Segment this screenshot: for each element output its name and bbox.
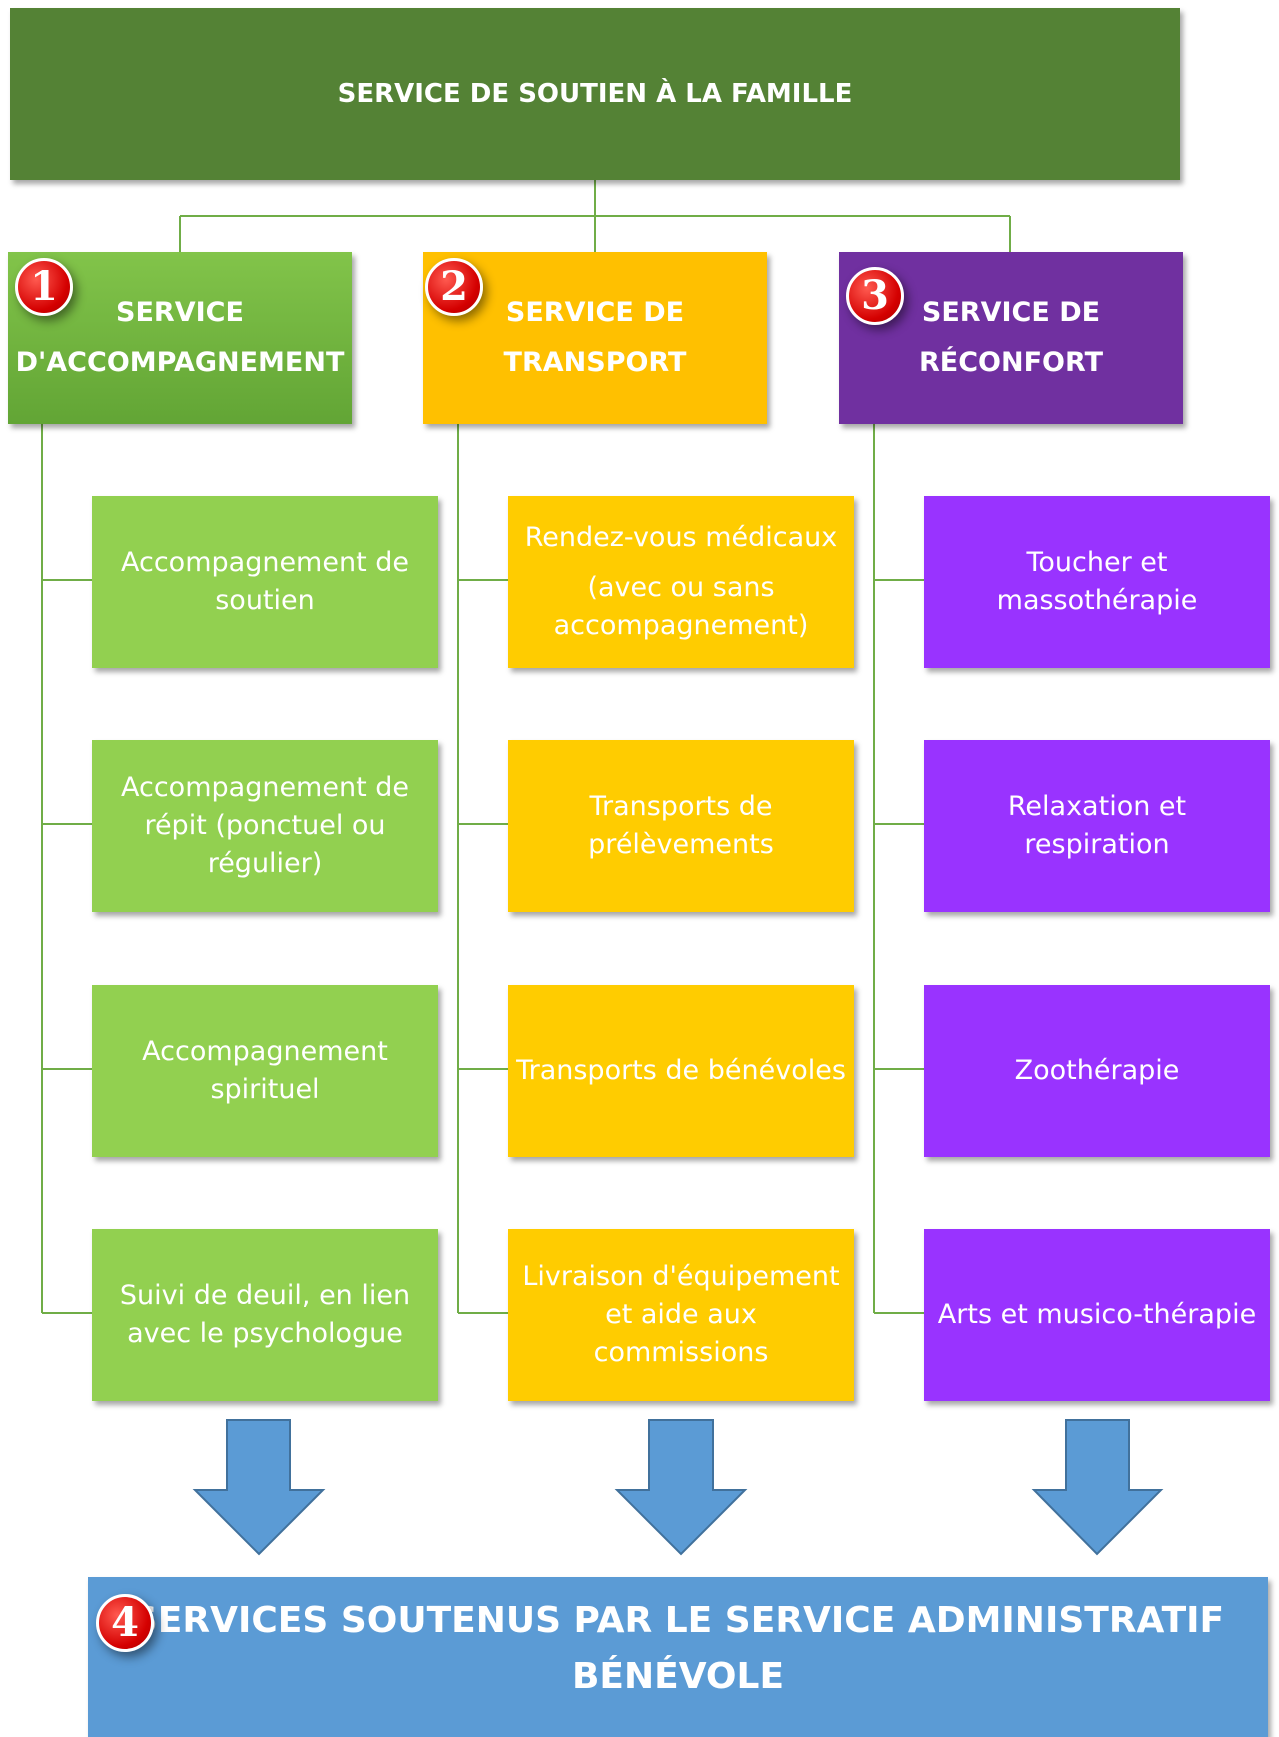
item-text: Suivi de deuil, en lien avec le psycholo… xyxy=(119,1280,411,1349)
item-text: Accompagnement de répit (ponctuel ou rég… xyxy=(121,772,409,879)
service-item: Arts et musico-thérapie xyxy=(924,1229,1270,1401)
heading-line: SERVICE xyxy=(116,297,244,328)
number-badge-4: 4 xyxy=(96,1594,154,1652)
service-item: Zoothérapie xyxy=(924,985,1270,1157)
service-item: Accompagnement de répit (ponctuel ou rég… xyxy=(92,740,438,912)
item-text: Toucher et massothérapie xyxy=(996,547,1198,616)
item-text: Zoothérapie xyxy=(1014,1055,1180,1086)
heading-line: SERVICE DE xyxy=(505,297,685,328)
service-item: Livraison d'équipement et aide aux commi… xyxy=(508,1229,854,1401)
heading-line: D'ACCOMPAGNEMENT xyxy=(15,347,345,378)
number-badge-3: 3 xyxy=(846,267,904,325)
service-item: Accompagnement de soutien xyxy=(92,496,438,668)
bottom-title-line: BÉNÉVOLE xyxy=(571,1656,785,1697)
service-item: Rendez-vous médicaux (avec ou sans accom… xyxy=(508,496,854,668)
bottom-admin-box: SERVICES SOUTENUS PAR LE SERVICE ADMINIS… xyxy=(88,1577,1268,1737)
item-text: Livraison d'équipement et aide aux commi… xyxy=(522,1261,840,1368)
down-arrow-1 xyxy=(192,1419,326,1556)
item-text: Transports de prélèvements xyxy=(588,791,774,860)
item-text: Rendez-vous médicaux xyxy=(524,522,838,553)
service-item: Transports de prélèvements xyxy=(508,740,854,912)
item-text: Transports de bénévoles xyxy=(516,1055,846,1086)
service-item: Transports de bénévoles xyxy=(508,985,854,1157)
number-badge-2: 2 xyxy=(425,258,483,316)
heading-reconfort: SERVICE DE RÉCONFORT xyxy=(839,252,1183,424)
item-text: (avec ou sans accompagnement) xyxy=(553,572,809,641)
heading-line: TRANSPORT xyxy=(503,347,687,378)
top-title-box: SERVICE DE SOUTIEN À LA FAMILLE xyxy=(10,8,1180,180)
item-text: Accompagnement de soutien xyxy=(121,547,409,616)
item-text: Arts et musico-thérapie xyxy=(937,1299,1257,1330)
top-title: SERVICE DE SOUTIEN À LA FAMILLE xyxy=(337,79,853,109)
down-arrow-2 xyxy=(614,1419,748,1556)
bottom-title-line: SERVICES SOUTENUS PAR LE SERVICE ADMINIS… xyxy=(131,1600,1225,1641)
heading-line: SERVICE DE xyxy=(921,297,1101,328)
service-item: Suivi de deuil, en lien avec le psycholo… xyxy=(92,1229,438,1401)
number-badge-1: 1 xyxy=(15,258,73,316)
service-item: Relaxation et respiration xyxy=(924,740,1270,912)
heading-line: RÉCONFORT xyxy=(919,347,1103,378)
service-item: Accompagnement spirituel xyxy=(92,985,438,1157)
item-text: Accompagnement spirituel xyxy=(142,1036,388,1105)
down-arrow-3 xyxy=(1031,1419,1164,1556)
heading-transport: SERVICE DE TRANSPORT xyxy=(423,252,767,424)
service-item: Toucher et massothérapie xyxy=(924,496,1270,668)
item-text: Relaxation et respiration xyxy=(1007,791,1187,860)
